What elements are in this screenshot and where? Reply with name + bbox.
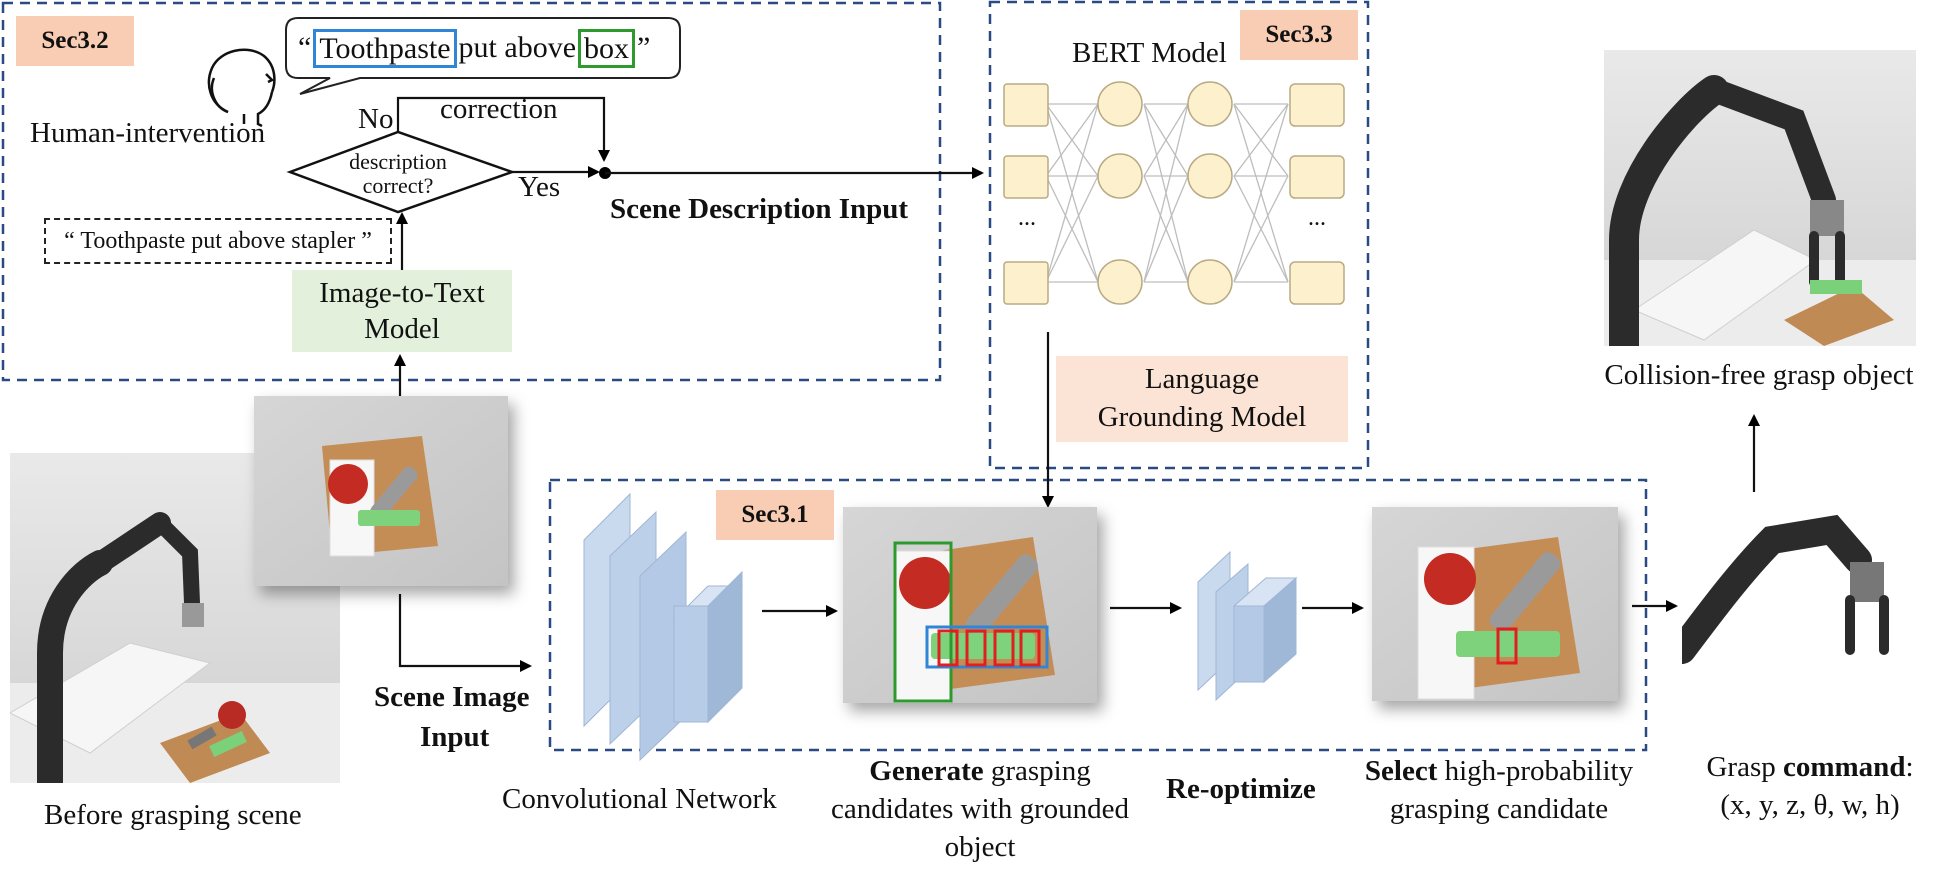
- image-to-text-line1: Image-to-Text: [319, 276, 485, 309]
- speech-word-toothpaste: Toothpaste: [313, 28, 457, 68]
- selected-grasp-box: [1496, 627, 1518, 665]
- bert-hidden-node: [1187, 81, 1233, 127]
- human-head-icon: [207, 48, 276, 128]
- bert-output-node: [1289, 261, 1345, 305]
- human-speech-text: “ Toothpaste put above box ”: [298, 28, 650, 68]
- collision-free-caption: Collision-free grasp object: [1604, 359, 1914, 391]
- scene-input-photo: [254, 396, 508, 586]
- bert-hidden-node: [1187, 259, 1233, 305]
- decision-text-line1: description: [349, 149, 447, 174]
- language-grounding-model-box: Language Grounding Model: [1056, 356, 1348, 442]
- speech-word-box: box: [578, 28, 636, 68]
- conv-network-caption: Convolutional Network: [502, 783, 777, 815]
- generate-caption-line3: object: [944, 831, 1016, 863]
- section-box-3-1: [548, 478, 1648, 752]
- generate-caption-line2: candidates with grounded: [831, 793, 1129, 825]
- grasp-cmd-post: :: [1905, 751, 1914, 783]
- correction-arrow: [396, 96, 610, 162]
- generated-caption-box: “ Toothpaste put above stapler ”: [44, 218, 392, 264]
- speech-middle-text: put above: [458, 31, 577, 64]
- reoptimize-network-icon: [1197, 550, 1298, 702]
- image-to-text-line2: Model: [364, 313, 440, 345]
- stapler-icon: [370, 466, 418, 520]
- reoptimize-caption: Re-optimize: [1166, 773, 1316, 805]
- apple-icon: [328, 464, 368, 504]
- generate-rest1: grasping: [983, 755, 1091, 787]
- speech-bubble: [285, 17, 681, 95]
- language-grounding-line2: Grounding Model: [1097, 401, 1307, 433]
- decision-text-line2: correct?: [362, 173, 434, 198]
- generate-bold-word: Generate: [869, 755, 984, 787]
- stapler-icon: [187, 726, 217, 750]
- bert-nodes: [1003, 81, 1345, 305]
- grasp-cmd-pre: Grasp: [1706, 751, 1783, 783]
- bert-hidden-node: [1187, 153, 1233, 199]
- bert-dots-left: ...: [1018, 205, 1036, 231]
- grasp-candidate-box: [965, 629, 987, 667]
- robot-arm-icon: [37, 512, 204, 796]
- conv-network-icon: [583, 492, 744, 762]
- section-tag-3-2: Sec3.2: [16, 16, 134, 66]
- bert-network: [1045, 103, 1289, 283]
- correction-label: correction: [440, 93, 558, 125]
- grasp-cmd-bold: command: [1783, 751, 1906, 783]
- grasp-candidate-box: [993, 629, 1015, 667]
- collision-free-photo: [1604, 50, 1916, 361]
- scene-image-arrow: [398, 594, 532, 672]
- bert-input-node: [1003, 261, 1049, 305]
- generate-caption-line1: Generate grasping: [820, 756, 1140, 786]
- robot-grasp-photo: [1668, 500, 1932, 700]
- language-grounding-line1: Language: [1144, 363, 1260, 396]
- decision-no-label: No: [358, 103, 394, 135]
- image-to-text-model-box: Image-to-Text Model: [292, 270, 512, 352]
- robot-arm-icon: [1668, 514, 1889, 664]
- stapler-icon: [965, 554, 1039, 636]
- toothpaste-icon: [358, 510, 420, 526]
- speech-open-quote: “: [298, 31, 312, 64]
- toothpaste-icon: [931, 633, 1035, 659]
- select-caption-line2: grasping candidate: [1389, 793, 1609, 825]
- speech-close-quote: ”: [637, 31, 651, 64]
- select-bold-word: Select: [1364, 755, 1438, 787]
- section-box-3-3: [988, 0, 1370, 470]
- before-scene-caption: Before grasping scene: [44, 799, 302, 831]
- section-tag-3-3: Sec3.3: [1240, 10, 1358, 60]
- apple-icon: [1424, 553, 1476, 605]
- select-candidate-photo: [1372, 507, 1618, 701]
- scene-image-input-line1: Scene Image: [374, 681, 530, 713]
- apple-icon: [899, 557, 951, 609]
- toothpaste-icon: [1456, 631, 1560, 657]
- grasp-params: (x, y, z, θ, w, h): [1720, 789, 1900, 821]
- bert-dots-right: ...: [1308, 205, 1326, 231]
- toothpaste-icon: [1810, 280, 1862, 294]
- grounded-box-green: [893, 541, 953, 703]
- bert-hidden-node: [1097, 259, 1143, 305]
- scene-image-input-line2: Input: [420, 721, 490, 753]
- grounded-box-blue: [925, 625, 1049, 669]
- stapler-icon: [1489, 552, 1561, 632]
- robot-arm-icon: [1609, 75, 1845, 361]
- select-rest1: high-probability: [1437, 755, 1634, 787]
- bert-input-node: [1003, 83, 1049, 127]
- bert-input-node: [1003, 155, 1049, 199]
- bert-hidden-node: [1097, 81, 1143, 127]
- grasp-command-caption: Grasp command:: [1692, 752, 1928, 782]
- decision-yes-label: Yes: [518, 171, 561, 203]
- grasp-candidate-box: [1019, 629, 1041, 667]
- grasp-candidate-box: [937, 629, 959, 667]
- bert-hidden-node: [1097, 153, 1143, 199]
- toothpaste-icon: [209, 730, 247, 758]
- generate-candidates-photo: [843, 507, 1097, 704]
- bert-model-title: BERT Model: [1072, 37, 1227, 69]
- apple-icon: [218, 701, 246, 729]
- scene-description-input-label: Scene Description Input: [610, 193, 909, 225]
- select-caption-line1: Select high-probability: [1346, 756, 1652, 786]
- human-intervention-label: Human-intervention: [30, 117, 266, 149]
- section-box-3-2: [1, 1, 942, 382]
- section-tag-3-1: Sec3.1: [716, 490, 834, 540]
- bert-output-node: [1289, 155, 1345, 199]
- bert-output-node: [1289, 83, 1345, 127]
